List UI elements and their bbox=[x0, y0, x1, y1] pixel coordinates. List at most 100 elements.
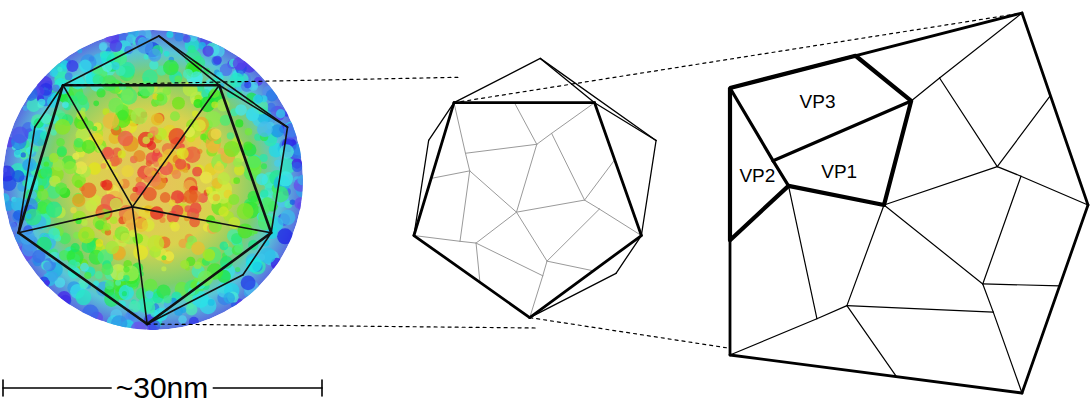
surface-texture bbox=[203, 45, 214, 56]
protomer-line bbox=[997, 96, 1050, 167]
facet-edge bbox=[63, 85, 132, 207]
surface-texture bbox=[112, 62, 120, 70]
surface-texture bbox=[57, 291, 71, 305]
facet-edge bbox=[147, 275, 243, 324]
surface-texture bbox=[178, 315, 187, 324]
surface-texture bbox=[79, 60, 92, 73]
surface-texture bbox=[246, 108, 259, 121]
protomer-line bbox=[547, 209, 599, 261]
surface-texture bbox=[273, 186, 289, 202]
pentamer-ground bbox=[730, 13, 1088, 393]
surface-texture bbox=[233, 57, 247, 71]
surface-texture bbox=[244, 81, 251, 88]
protomer-line bbox=[997, 167, 1021, 177]
surface-texture bbox=[144, 177, 150, 183]
surface-texture bbox=[144, 54, 149, 59]
surface-texture bbox=[166, 31, 173, 38]
surface-texture bbox=[223, 292, 234, 303]
icosahedron-edge bbox=[595, 103, 642, 236]
surface-texture bbox=[81, 183, 96, 198]
surface-texture bbox=[228, 194, 239, 205]
protomer-line bbox=[940, 78, 998, 167]
surface-texture bbox=[186, 304, 198, 316]
surface-texture bbox=[80, 263, 89, 272]
protomer-line bbox=[599, 209, 641, 235]
protomer-line bbox=[516, 212, 547, 261]
icosahedron-edge bbox=[595, 103, 657, 141]
surface-texture bbox=[280, 210, 295, 225]
protomer-line bbox=[454, 103, 465, 154]
scale-label: ~30nm bbox=[112, 373, 213, 403]
surface-texture bbox=[147, 235, 164, 252]
protomer-line bbox=[460, 171, 470, 241]
surface-texture bbox=[64, 161, 77, 174]
scale-bar-tick bbox=[2, 380, 4, 396]
surface-texture bbox=[133, 245, 148, 260]
icosahedron-edge bbox=[414, 140, 429, 235]
surface-texture bbox=[120, 233, 130, 243]
facet-edge bbox=[18, 233, 147, 324]
surface-texture bbox=[133, 187, 138, 192]
surface-texture bbox=[115, 280, 121, 286]
capsid-sphere bbox=[3, 30, 303, 330]
surface-texture bbox=[55, 119, 71, 135]
protomer-line bbox=[431, 171, 470, 179]
surface-texture bbox=[245, 128, 253, 136]
surface-texture bbox=[49, 68, 58, 77]
surface-texture bbox=[234, 244, 243, 253]
protomer-line bbox=[983, 284, 1060, 286]
icosahedron-edge bbox=[530, 236, 642, 318]
protomer-line bbox=[847, 205, 884, 306]
surface-texture bbox=[213, 194, 220, 201]
surface-texture bbox=[123, 266, 129, 272]
surface-texture bbox=[227, 132, 234, 139]
surface-texture bbox=[274, 160, 281, 167]
surface-texture bbox=[44, 161, 49, 166]
scale-bar-tick bbox=[321, 380, 323, 396]
surface-texture bbox=[118, 150, 126, 158]
facet-edge bbox=[18, 127, 34, 233]
surface-texture bbox=[47, 271, 57, 281]
surface-texture bbox=[105, 35, 112, 42]
surface-texture bbox=[118, 131, 133, 146]
capsid-facets bbox=[18, 36, 287, 324]
surface-texture bbox=[160, 192, 171, 203]
surface-texture bbox=[154, 148, 159, 153]
surface-texture bbox=[110, 40, 123, 53]
surface-texture bbox=[163, 87, 172, 96]
protomer-line bbox=[911, 78, 939, 101]
protomer-line bbox=[585, 200, 600, 209]
surface-texture bbox=[40, 167, 52, 179]
surface-texture bbox=[55, 182, 67, 194]
surface-texture bbox=[129, 301, 141, 313]
surface-texture bbox=[81, 220, 88, 227]
surface-texture bbox=[253, 94, 263, 104]
surface-texture bbox=[101, 263, 113, 275]
surface-texture bbox=[48, 227, 60, 239]
facet-edge bbox=[35, 85, 63, 127]
surface-texture bbox=[78, 227, 95, 244]
surface-texture bbox=[297, 175, 307, 185]
surface-texture bbox=[131, 108, 148, 125]
zoom-line bbox=[147, 324, 539, 328]
surface-texture bbox=[235, 119, 243, 127]
surface-texture bbox=[266, 89, 278, 101]
surface-texture bbox=[14, 150, 22, 158]
icosahedron-edge bbox=[454, 101, 595, 104]
facet-edge bbox=[147, 233, 271, 324]
surface-texture bbox=[153, 161, 159, 167]
protomer-line bbox=[730, 88, 773, 161]
surface-texture bbox=[49, 153, 59, 163]
facet-edge bbox=[132, 207, 271, 233]
surface-texture bbox=[172, 170, 181, 179]
facet-edge bbox=[18, 85, 63, 233]
surface-texture bbox=[217, 172, 230, 185]
surface-texture bbox=[147, 133, 153, 139]
surface-texture bbox=[149, 60, 158, 69]
protomer-line bbox=[470, 171, 517, 212]
surface-texture bbox=[231, 302, 237, 308]
pentamer-edge bbox=[730, 355, 1022, 393]
surface-texture bbox=[33, 146, 39, 152]
facet-edge bbox=[18, 207, 132, 233]
protomer-line bbox=[585, 160, 615, 200]
